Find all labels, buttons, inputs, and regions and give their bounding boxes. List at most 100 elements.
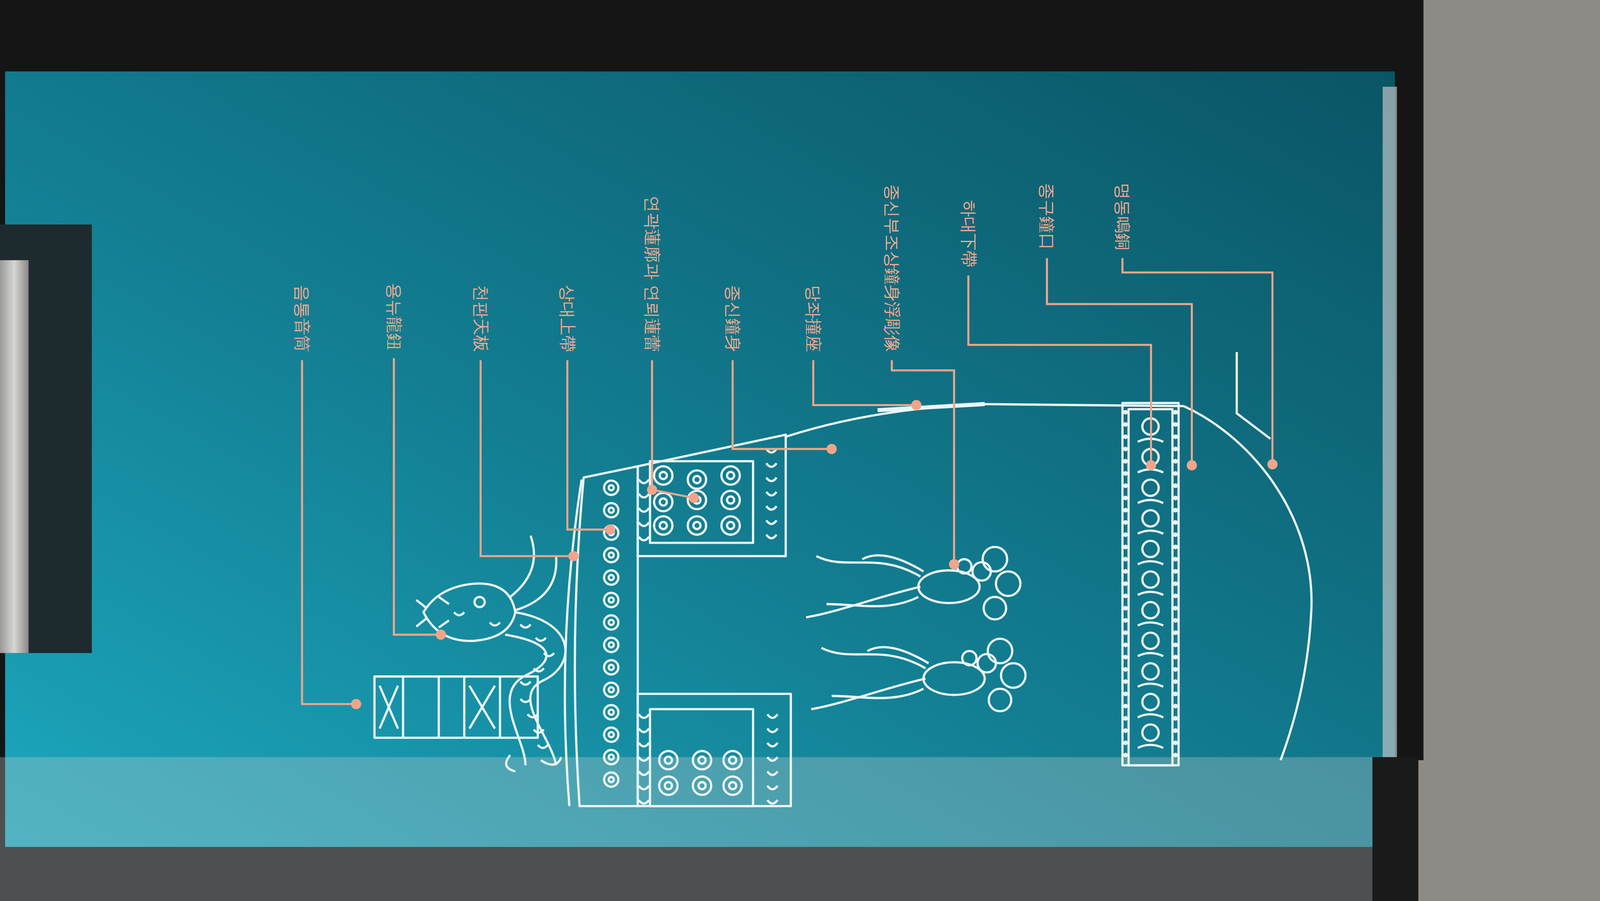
sound-pipe-rings <box>403 676 500 738</box>
leader-lines <box>302 258 1278 709</box>
lotus-bud-center <box>729 782 737 790</box>
cloud-puff <box>996 571 1021 596</box>
band-rosette <box>1142 479 1159 496</box>
band-bead <box>1174 619 1177 622</box>
apsara-figure <box>806 546 1021 620</box>
cloud-puff <box>982 546 1008 572</box>
frame-pattern <box>638 728 650 732</box>
lotus-bud <box>687 470 706 489</box>
cloud-puff <box>987 638 1012 664</box>
dragon-head <box>423 583 516 641</box>
part-label: 상대上帶 <box>557 284 578 352</box>
frame-pattern <box>638 522 650 526</box>
dragon-scale <box>535 637 546 641</box>
frame-pattern <box>767 728 778 732</box>
sound-pipe-ornament <box>379 685 495 729</box>
lotus-bud-center <box>664 756 672 764</box>
band-bead <box>1174 606 1177 610</box>
band-rosette <box>608 485 614 491</box>
band-rosette <box>604 682 619 697</box>
lotus-bud <box>692 776 712 795</box>
band-rosette <box>608 552 614 558</box>
band-rosette <box>608 732 614 738</box>
band-vine <box>1137 652 1164 656</box>
frame-pattern <box>767 785 778 790</box>
band-rosette <box>608 754 614 760</box>
part-label: 당좌撞座 <box>803 284 824 352</box>
lotus-bud-center <box>664 782 672 790</box>
flying-scarf <box>806 586 921 618</box>
lotus-bud <box>659 750 678 770</box>
part-label: 천판天板 <box>470 284 491 352</box>
band-ornaments <box>604 410 1177 804</box>
lotus-frame-inner <box>650 461 754 543</box>
band-bead <box>1124 460 1127 463</box>
lotus-frame <box>637 693 791 806</box>
lotus-bud-center <box>693 476 701 484</box>
band-rosette <box>604 772 619 787</box>
band-rosette <box>604 592 619 608</box>
dragon-scale <box>527 714 538 718</box>
frame-pattern <box>638 479 650 484</box>
part-label: 음통音筒 <box>292 284 312 352</box>
band-bead <box>1124 496 1127 500</box>
band-rosette <box>1142 571 1159 588</box>
band-bead <box>1124 716 1127 720</box>
band-rosette <box>604 750 619 765</box>
apsara-body <box>923 662 985 695</box>
lotus-frame-inner <box>650 709 754 806</box>
cloud-puff <box>988 688 1012 712</box>
lotus-bud <box>721 516 740 535</box>
band-bead <box>1124 447 1127 450</box>
upper-band <box>574 466 638 806</box>
band-rosette <box>1142 602 1159 619</box>
leader-dot <box>911 400 922 411</box>
leader-dot <box>688 492 700 504</box>
dragon-eye <box>474 596 485 608</box>
steel-post <box>0 260 29 653</box>
band-rosette <box>608 597 614 603</box>
band-bead <box>1174 668 1177 671</box>
band-bead <box>1124 704 1127 708</box>
flying-scarf <box>826 596 919 606</box>
dragon-scale <box>520 698 531 702</box>
leader-line <box>302 360 356 704</box>
lotus-bud <box>721 490 740 510</box>
lotus-bud-center <box>727 522 735 530</box>
band-bead <box>1174 753 1177 756</box>
band-bead <box>1124 472 1127 475</box>
part-label: 명동鳴銅 <box>1112 182 1133 250</box>
band-bead <box>1124 668 1127 671</box>
band-rosette <box>608 619 614 625</box>
frame-pattern <box>638 756 650 761</box>
dragon-scale <box>454 612 465 616</box>
apsara-head <box>962 650 977 666</box>
glass-reflection <box>0 756 1378 901</box>
band-bead <box>1174 447 1177 450</box>
band-bead <box>1174 533 1177 536</box>
band-bead <box>1174 594 1177 597</box>
lotus-bud-center <box>698 782 706 790</box>
frame-pattern <box>638 742 650 747</box>
frame-pattern <box>638 785 650 790</box>
band-bead <box>1174 570 1177 573</box>
bell-drawing <box>374 352 1312 806</box>
band-bead <box>1174 558 1177 561</box>
band-bead <box>1174 545 1177 548</box>
dragon-scales <box>454 612 554 748</box>
frame-pattern <box>638 771 650 775</box>
band-rosette <box>608 507 614 513</box>
lotus-bud-center <box>659 498 667 506</box>
band-bead <box>1124 521 1127 524</box>
flying-scarf <box>867 647 929 664</box>
band-bead <box>1174 631 1177 634</box>
band-bead <box>1124 508 1127 512</box>
band-bead <box>1124 570 1127 573</box>
leader-line <box>892 360 955 564</box>
band-bead <box>1174 741 1177 744</box>
dragon-body <box>505 634 547 765</box>
band-bead <box>1124 692 1127 695</box>
band-vine <box>1137 683 1164 687</box>
flying-scarf <box>816 556 921 577</box>
dragon-scale <box>520 681 531 685</box>
